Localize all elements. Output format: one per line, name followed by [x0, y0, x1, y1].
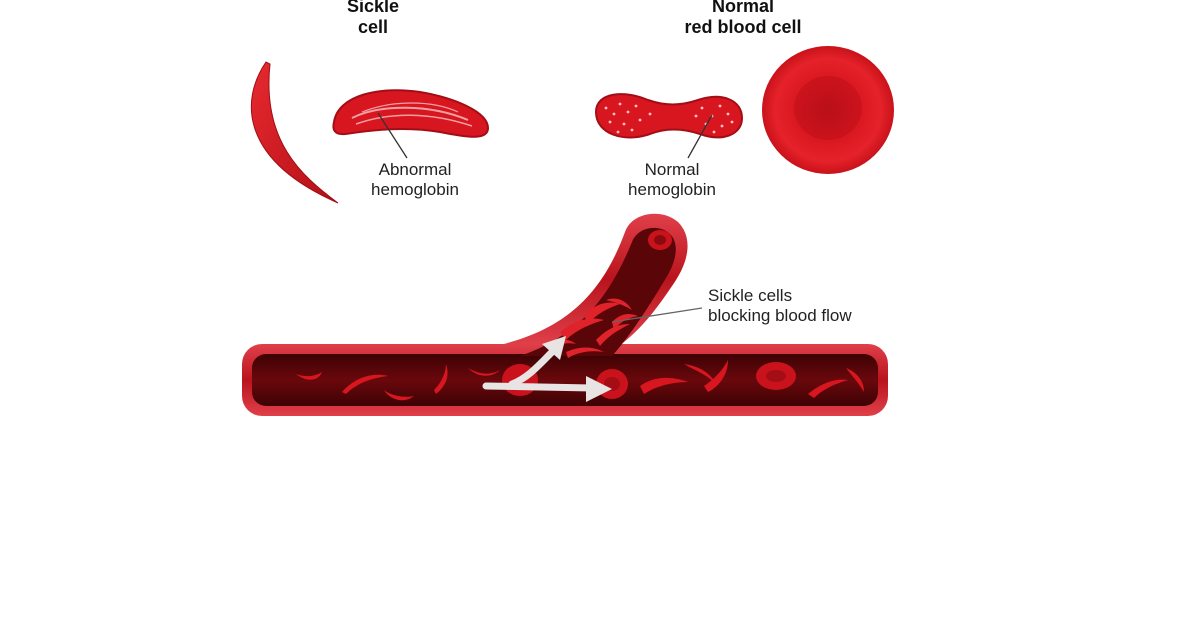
flow-arrows — [482, 336, 612, 402]
abnormal-hemoglobin-label: Abnormal hemoglobin — [360, 160, 470, 200]
abnormal-leader-line — [377, 112, 408, 159]
flow-arrow-curved-head — [542, 336, 566, 360]
vessel-cells — [296, 230, 864, 401]
normal-hemoglobin-line2: hemoglobin — [628, 180, 716, 199]
blocking-blood-flow-line1: Sickle cells — [708, 286, 793, 305]
sickle-cell-heading-line1: Sickle — [346, 0, 400, 16]
normal-hemoglobin-line1: Normal — [644, 160, 700, 179]
sickle-cell-heading: Sickle cell — [330, 0, 416, 38]
normal-rbc-heading: Normal red blood cell — [668, 0, 818, 38]
sickle-cell-crescent — [250, 61, 339, 204]
sickle-cell-heading-line2: cell — [357, 17, 389, 37]
abnormal-hemoglobin-line2: hemoglobin — [371, 180, 459, 199]
blocking-blood-flow-label: Sickle cells blocking blood flow — [708, 286, 898, 326]
flow-arrow-straight — [482, 382, 596, 392]
normal-cell-cross-section — [594, 93, 744, 139]
normal-leader-line — [687, 114, 713, 159]
normal-red-blood-cell — [762, 46, 894, 174]
flow-arrow-straight-head — [586, 376, 612, 402]
normal-rbc-heading-line1: Normal — [711, 0, 774, 16]
normal-rbc-heading-line2: red blood cell — [684, 17, 802, 37]
sickle-cell-cross-section — [332, 89, 490, 138]
normal-hemoglobin-label: Normal hemoglobin — [612, 160, 732, 200]
blocking-blood-flow-line2: blocking blood flow — [708, 306, 852, 325]
abnormal-hemoglobin-line1: Abnormal — [378, 160, 452, 179]
blocking-leader-line — [611, 307, 703, 323]
flow-arrow-curved — [508, 348, 556, 388]
